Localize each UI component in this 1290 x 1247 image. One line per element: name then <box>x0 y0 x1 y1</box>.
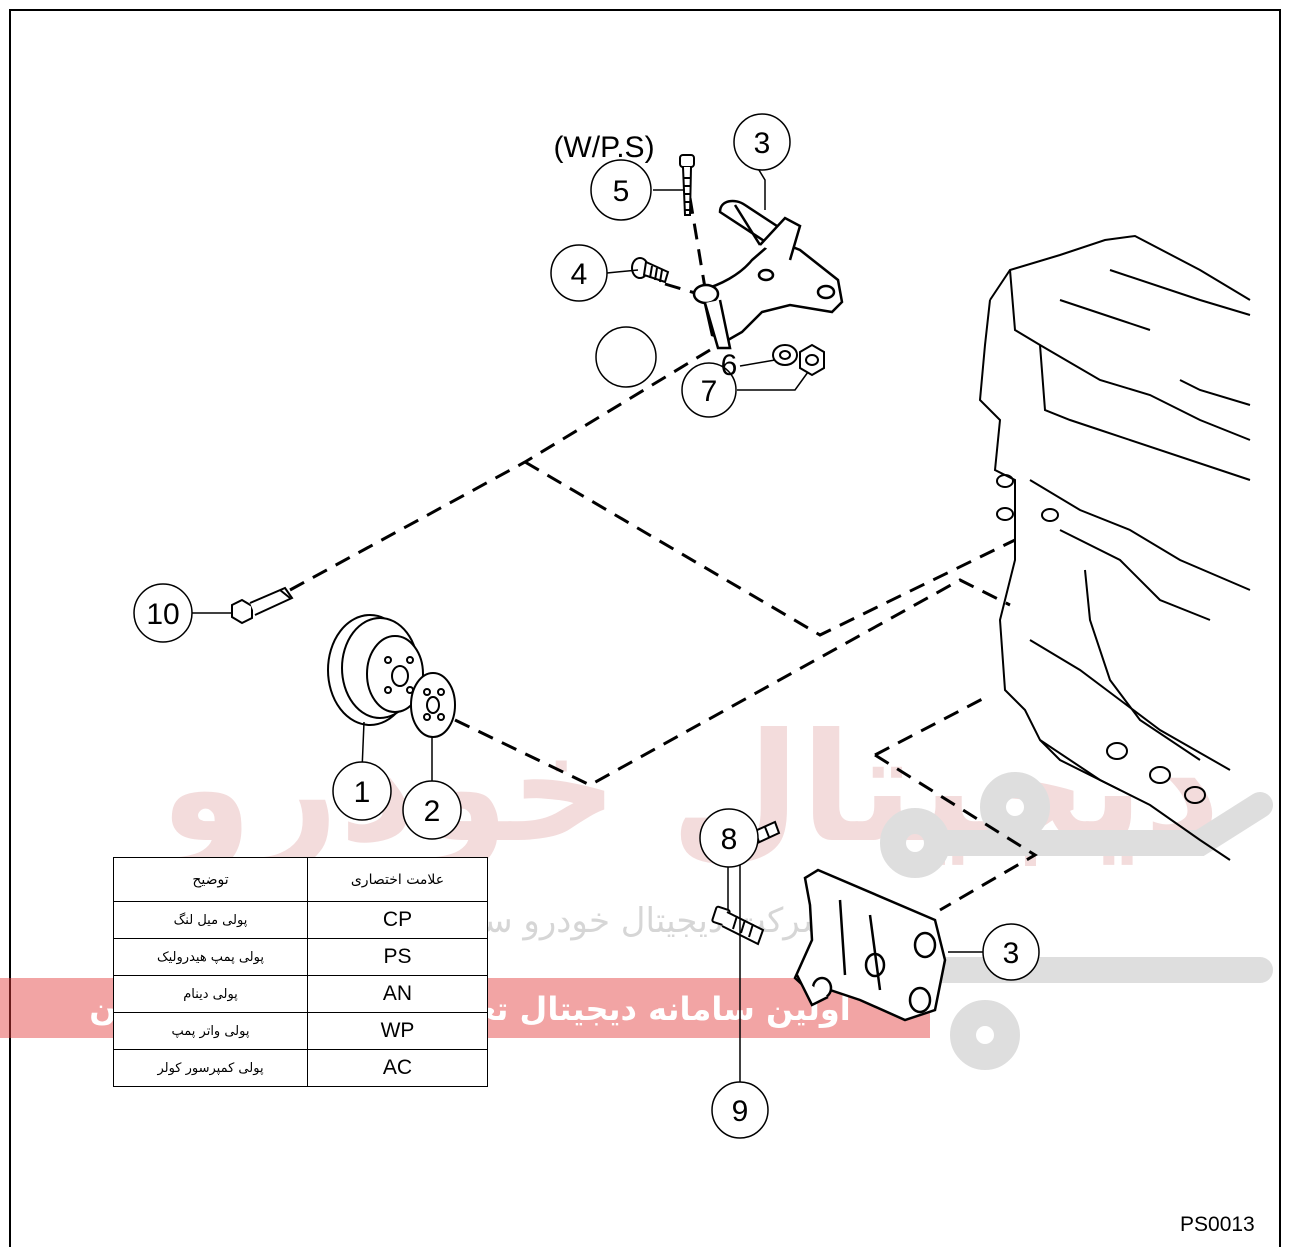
legend-desc: پولی دینام <box>113 975 308 1013</box>
callout-label: 6 <box>721 349 738 382</box>
upper-bracket <box>692 199 844 350</box>
table-row: پولی کمپرسور کولر AC <box>113 1049 488 1087</box>
bolt-item-8 <box>711 905 765 946</box>
legend-desc: پولی واتر پمپ <box>113 1012 308 1050</box>
callout-circle-9 <box>711 1081 769 1139</box>
legend-code: CP <box>307 901 488 939</box>
callout-circle-3-lower <box>982 923 1040 981</box>
callout-label: 10 <box>146 598 179 631</box>
callout-label: 4 <box>571 258 588 291</box>
callout-circle-8 <box>699 808 759 868</box>
callout-label: 1 <box>354 776 371 809</box>
legend-header-code: علامت اختصاری <box>307 857 488 902</box>
callout-numbers: 3 5 4 6 7 10 1 2 8 3 9 <box>146 127 1019 1128</box>
callout-circle-2 <box>402 780 462 840</box>
legend-code: PS <box>307 938 488 976</box>
bolt-item-5 <box>679 154 695 216</box>
table-row: پولی پمپ هیدرولیک PS <box>113 938 488 976</box>
variant-label: (W/P.S) <box>553 131 654 164</box>
callout-circle-7 <box>681 362 737 418</box>
legend-header-row: توضیح علامت اختصاری <box>113 857 488 902</box>
table-row: پولی واتر پمپ WP <box>113 1012 488 1050</box>
legend-desc: پولی پمپ هیدرولیک <box>113 938 308 976</box>
bolt-item-10 <box>231 586 294 625</box>
plate-item-2 <box>410 672 456 738</box>
callout-label: 8 <box>721 823 738 856</box>
callout-label: 3 <box>754 127 771 160</box>
legend-desc: پولی کمپرسور کولر <box>113 1049 308 1087</box>
legend-code: AC <box>307 1049 488 1087</box>
callout-circle-5 <box>590 159 652 221</box>
callout-circle-10 <box>133 583 193 643</box>
legend-header-desc: توضیح <box>113 857 308 902</box>
callout-label: 7 <box>701 375 718 408</box>
drawing-code: PS0013 <box>1180 1213 1255 1236</box>
engine-block <box>978 234 1251 861</box>
washer-and-nut <box>772 343 825 377</box>
table-row: پولی میل لنگ CP <box>113 901 488 939</box>
callout-circle-3-upper <box>733 113 791 171</box>
callout-circle-4 <box>550 244 608 302</box>
lower-bracket <box>793 868 947 1022</box>
callout-label: 3 <box>1003 937 1020 970</box>
blank-reference-circle <box>595 326 657 388</box>
callout-circle-1 <box>332 761 392 821</box>
legend-desc: پولی میل لنگ <box>113 901 308 939</box>
pulley-item-1 <box>327 614 424 726</box>
legend-code: WP <box>307 1012 488 1050</box>
callout-label: 5 <box>613 175 630 208</box>
table-row: پولی دینام AN <box>113 975 488 1013</box>
callout-label: 2 <box>424 795 441 828</box>
legend-table: توضیح علامت اختصاری پولی میل لنگ CP پولی… <box>113 857 488 1087</box>
page-frame <box>9 9 1281 1247</box>
legend-code: AN <box>307 975 488 1013</box>
callout-circles <box>133 113 1040 1139</box>
bolt-item-4 <box>631 257 670 284</box>
callout-label: 9 <box>732 1095 749 1128</box>
